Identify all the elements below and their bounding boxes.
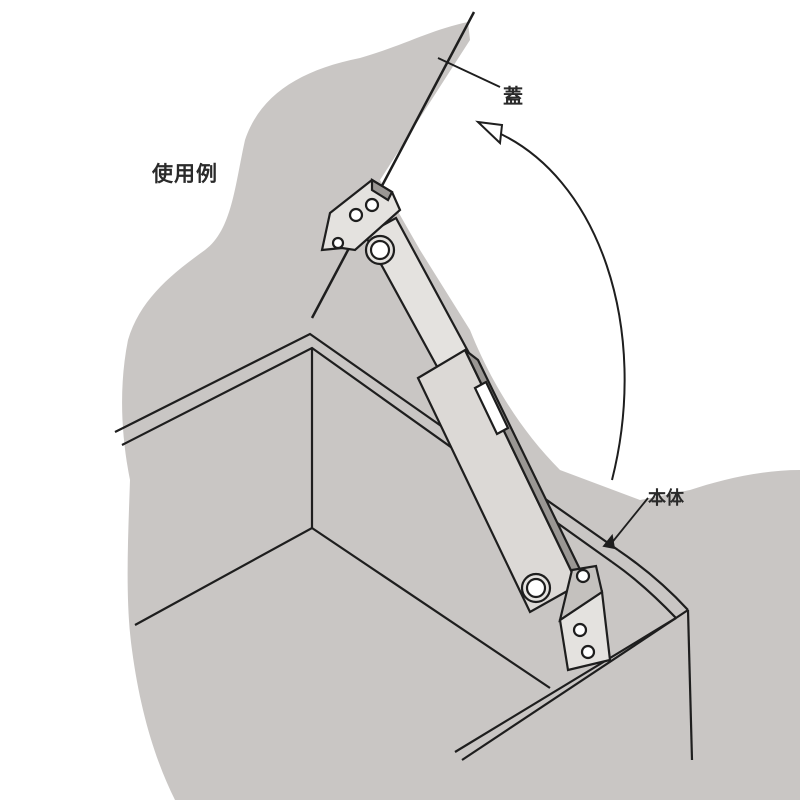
body-leader: [609, 497, 649, 546]
lid-leader: [437, 57, 501, 88]
leader-lines: [437, 57, 649, 550]
lid-label: 蓋: [503, 84, 523, 108]
rotation-arrow: [475, 120, 626, 481]
body-bracket: [558, 564, 612, 672]
lid-bracket: [320, 178, 402, 252]
body-label: 本体: [648, 488, 684, 509]
title-label: 使用例: [152, 162, 218, 186]
